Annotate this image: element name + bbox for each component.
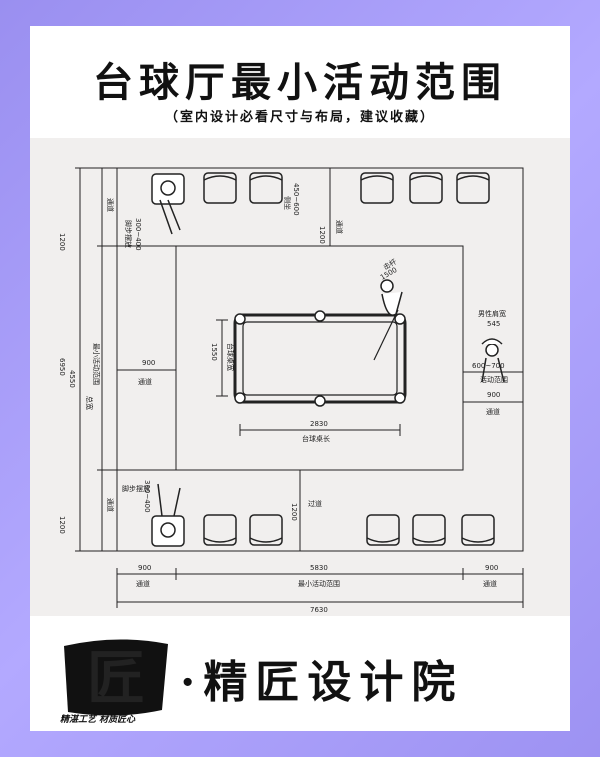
dim-4550: 4550 [68,370,76,388]
dim-900-bottom-right: 900 [485,564,498,572]
brand-footer: 匠 精湛工艺 材质匠心 ·精匠设计院 [30,622,570,731]
stools [203,172,495,546]
label-total-width: 总宽 [85,396,94,410]
label-table-length: 台球桌长 [302,434,330,443]
label-foot-step-top: 脚步摆放 [124,220,133,248]
poster-frame: 台球厅最小活动范围 （室内设计必看尺寸与布局，建议收藏） [30,26,570,731]
dim-900-bottom-left: 900 [138,564,151,572]
dim-300-400-top: 300~400 [134,218,142,251]
page-subtitle: （室内设计必看尺寸与布局，建议收藏） [164,110,435,125]
label-aisle-top: 通道 [335,220,344,234]
page-title: 台球厅最小活动范围 [93,60,507,106]
label-pass: 过道 [308,499,322,508]
dim-300-400-bottom: 300~400 [143,480,151,513]
dim-1500: 1500 [379,266,398,282]
label-aisle-bottom-right: 通道 [483,579,497,588]
label-foot-step-bottom: 脚步摆放 [122,484,150,493]
room-outline [116,167,524,552]
dim-1550: 1550 [210,343,218,361]
dim-900-left: 900 [142,359,155,367]
brand-seal-logo: 匠 [64,639,168,716]
label-min-activity-bottom: 最小活动范围 [298,579,340,588]
label-aisle-bl: 通道 [106,498,115,512]
dim-1200-bottom-left: 1200 [58,516,66,534]
label-shoulder: 男性肩宽 [478,309,506,318]
label-aisle-bottom-left: 通道 [136,579,150,588]
dim-600-700: 600~700 [472,362,505,370]
label-aisle-tl: 通道 [106,198,115,212]
dim-900-right: 900 [487,391,500,399]
dim-5830: 5830 [310,564,328,572]
dim-545: 545 [487,320,500,328]
dim-1200-bottom: 1200 [290,503,298,521]
plan-drawing: 1200 1200 6950 4550 总宽 最小活动范围 通道 通道 900 … [58,167,524,614]
billiard-table [233,313,407,404]
seal-char: 匠 [87,644,145,712]
dim-2830: 2830 [310,420,328,428]
dim-6950: 6950 [58,358,66,376]
table-cushion [242,321,398,396]
dim-1200-top: 1200 [318,226,326,244]
label-table-width: 台球桌宽 [226,343,235,371]
dim-450-600: 450~600 [292,183,300,216]
label-activity: 活动范围 [480,375,508,384]
label-aisle-left: 通道 [138,377,152,386]
label-aisle-right: 通道 [486,407,500,416]
floor-plan: 1200 1200 6950 4550 总宽 最小活动范围 通道 通道 900 … [30,138,570,616]
person-figures [151,173,505,547]
dim-1200-top-left: 1200 [58,233,66,251]
dim-7630: 7630 [310,606,328,614]
label-side-sit: 侧坐 [283,196,292,210]
label-min-activity-left: 最小活动范围 [92,343,101,385]
brand-name: ·精匠设计院 [180,657,464,708]
activity-area [175,245,464,471]
seal-motto: 精湛工艺 材质匠心 [60,715,136,725]
